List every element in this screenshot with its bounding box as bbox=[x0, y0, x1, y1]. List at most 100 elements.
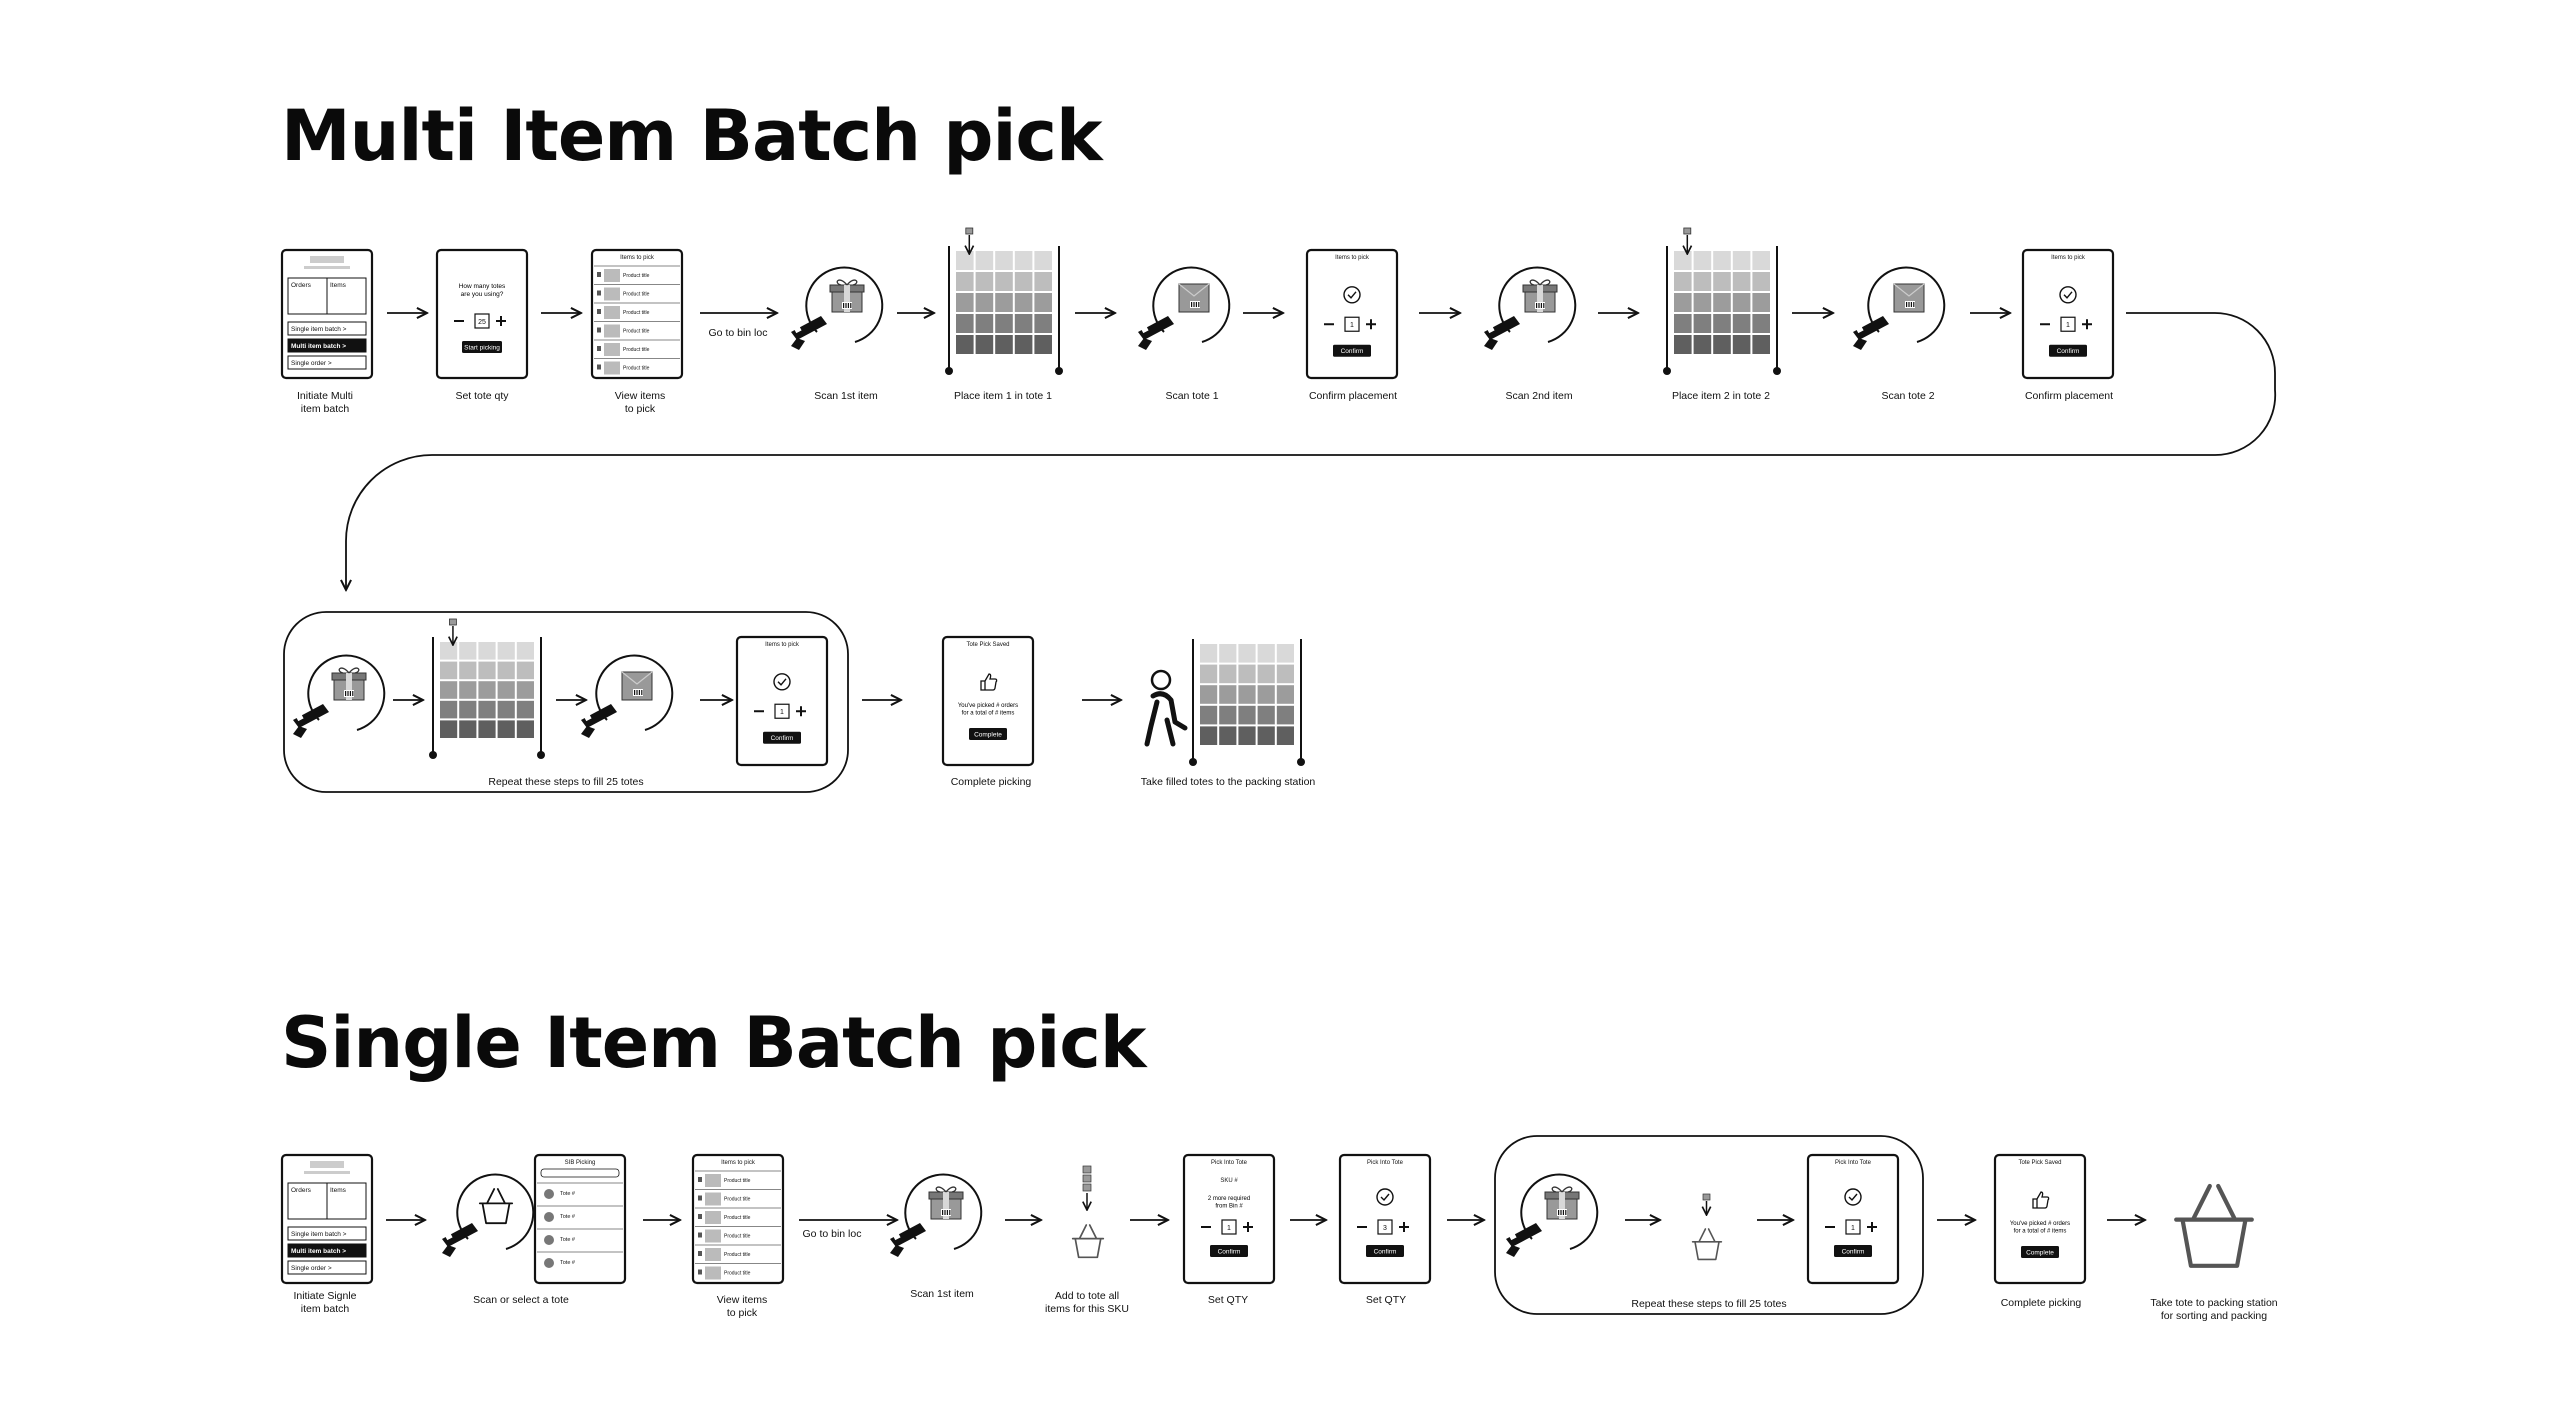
step-caption: Place item 1 in tote 1 bbox=[954, 390, 1052, 402]
step-caption: Confirm placement bbox=[2025, 390, 2113, 402]
items-list-title: Items to pick bbox=[620, 255, 655, 261]
confirm-button bbox=[763, 731, 801, 744]
qty-value: 1 bbox=[2066, 322, 2070, 329]
tote-label: Tote # bbox=[560, 1237, 576, 1243]
saved-title: Tote Pick Saved bbox=[966, 642, 1009, 648]
multi-section-title: Multi Item Batch pick bbox=[281, 95, 1103, 177]
checkmark-icon bbox=[1343, 286, 1361, 304]
checkmark-icon bbox=[773, 673, 791, 691]
checkmark-icon bbox=[2059, 286, 2077, 304]
qty-stepper: 1 bbox=[1201, 1219, 1253, 1235]
confirm-button bbox=[1333, 344, 1371, 357]
pick-into-tote-title: Pick Into Tote bbox=[1211, 1160, 1248, 1166]
menu-option-label: Single order > bbox=[291, 360, 332, 367]
pick-into-tote-title: Pick Into Tote bbox=[1367, 1160, 1404, 1166]
qty-stepper: 25 bbox=[454, 313, 506, 329]
saved-title: Tote Pick Saved bbox=[2018, 1160, 2061, 1166]
complete-button bbox=[969, 728, 1007, 740]
qty-value: 1 bbox=[1851, 1225, 1855, 1232]
checkmark-icon bbox=[1844, 1188, 1862, 1206]
qty-stepper: 1 bbox=[754, 703, 806, 719]
scan-item-illustration bbox=[293, 654, 386, 738]
menu-option bbox=[287, 338, 367, 353]
step-caption: Set QTY bbox=[1208, 1294, 1248, 1306]
scan-tote-illustration bbox=[1853, 266, 1946, 350]
product-title: Product title bbox=[724, 1271, 751, 1277]
step-caption: Set QTY bbox=[1366, 1294, 1406, 1306]
confirm-button bbox=[1210, 1245, 1248, 1257]
tote-icon bbox=[544, 1258, 554, 1268]
tote-rack bbox=[1189, 639, 1305, 766]
menu-option bbox=[287, 321, 367, 336]
thumbs-up-icon bbox=[980, 673, 998, 691]
bin-loc-label: Go to bin loc bbox=[803, 1228, 862, 1240]
scan-tote-illustration bbox=[581, 654, 674, 738]
step-caption: Scan or select a tote bbox=[473, 1294, 569, 1306]
product-title: Product title bbox=[623, 347, 650, 353]
product-title: Product title bbox=[623, 329, 650, 335]
step-caption: Complete picking bbox=[951, 776, 1032, 788]
checkmark-icon bbox=[1376, 1188, 1394, 1206]
confirm-button-label: Confirm bbox=[2057, 348, 2080, 355]
scan-item-illustration bbox=[1484, 266, 1577, 350]
menu-option-label: Multi item batch > bbox=[291, 343, 346, 350]
qty-value: 1 bbox=[1350, 322, 1354, 329]
step-caption: Scan 1st item bbox=[910, 1288, 974, 1300]
complete-button bbox=[2021, 1246, 2059, 1258]
confirm-title: Items to pick bbox=[765, 642, 800, 648]
product-title: Product title bbox=[724, 1234, 751, 1240]
menu-option bbox=[287, 1226, 367, 1241]
scan-item-illustration bbox=[890, 1173, 983, 1257]
product-title: Product title bbox=[724, 1178, 751, 1184]
confirm-button bbox=[1834, 1245, 1872, 1257]
confirm-button bbox=[1366, 1245, 1404, 1257]
qty-value: 3 bbox=[1383, 1225, 1387, 1232]
step-caption: Scan tote 1 bbox=[1165, 390, 1218, 402]
step-caption: Take filled totes to the packing station bbox=[1141, 776, 1316, 788]
qty-stepper: 1 bbox=[2040, 316, 2092, 332]
complete-button-label: Complete bbox=[974, 732, 1002, 739]
product-title: Product title bbox=[623, 292, 650, 298]
product-title: Product title bbox=[623, 310, 650, 316]
tote-rack bbox=[1663, 227, 1781, 375]
confirm-title: Items to pick bbox=[1335, 255, 1370, 261]
confirm-button-label: Confirm bbox=[1218, 1249, 1241, 1256]
menu-option-label: Multi item batch > bbox=[291, 1248, 346, 1255]
confirm-button-label: Confirm bbox=[771, 735, 794, 742]
confirm-title: Items to pick bbox=[2051, 255, 2086, 261]
step-caption: Complete picking bbox=[2001, 1297, 2082, 1309]
start-picking-button-label: Start picking bbox=[464, 345, 500, 352]
items-col: Items bbox=[330, 1187, 347, 1194]
qty-stepper: 1 bbox=[1825, 1219, 1877, 1235]
qty-value: 25 bbox=[478, 319, 486, 326]
pick-into-tote-title: Pick Into Tote bbox=[1835, 1160, 1872, 1166]
tote-icon bbox=[544, 1235, 554, 1245]
menu-option bbox=[287, 1260, 367, 1275]
loop-caption: Repeat these steps to fill 25 totes bbox=[488, 776, 643, 788]
qty-stepper: 1 bbox=[1324, 316, 1376, 332]
step-caption: Place item 2 in tote 2 bbox=[1672, 390, 1770, 402]
scan-tote-illustration bbox=[442, 1173, 535, 1257]
step-caption: Set tote qty bbox=[455, 390, 509, 402]
flow-return-path bbox=[346, 312, 2277, 590]
scan-item-illustration bbox=[791, 266, 884, 350]
person-with-cart-illustration bbox=[1144, 669, 1188, 747]
add-to-tote-illustration bbox=[1071, 1165, 1105, 1259]
